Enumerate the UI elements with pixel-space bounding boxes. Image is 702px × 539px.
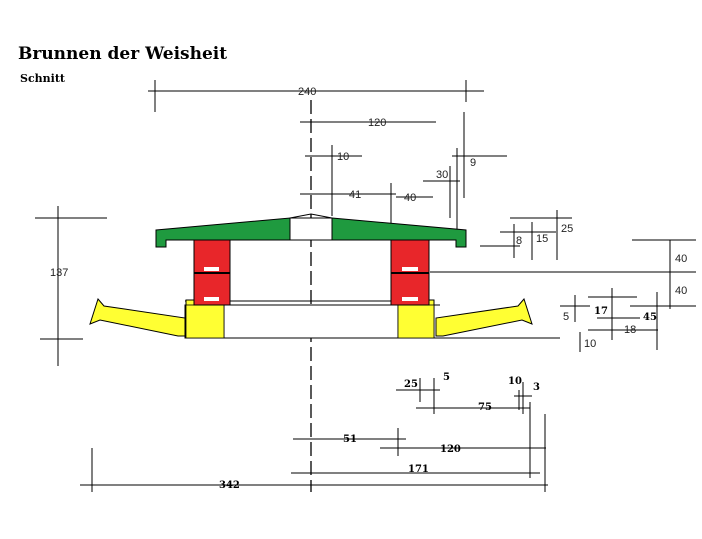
left-wing <box>89 297 186 337</box>
dim-342: 342 <box>219 480 240 491</box>
dim-17: 17 <box>594 306 608 317</box>
dim-30: 30 <box>436 169 448 181</box>
dim-240: 240 <box>298 86 316 98</box>
base-slab <box>184 304 431 339</box>
dim-5-right: 5 <box>563 311 569 323</box>
roof-opening <box>289 213 333 219</box>
dim-171: 171 <box>408 464 429 475</box>
dim-25-right: 25 <box>561 223 573 235</box>
dim-10-right: 10 <box>584 338 596 350</box>
dim-120-bottom: 120 <box>440 444 461 455</box>
dim-3: 3 <box>533 382 540 393</box>
dimension-lines-side <box>35 206 696 366</box>
dim-5-bottom: 5 <box>443 372 450 383</box>
dimension-lines-top <box>148 80 507 236</box>
right-red-pillar <box>390 239 430 306</box>
dim-40-top: 40 <box>404 192 416 204</box>
dim-40-right-1: 40 <box>675 253 687 265</box>
dim-40-right-2: 40 <box>675 285 687 297</box>
left-red-pillar <box>193 239 231 306</box>
dim-25-bottom: 25 <box>404 379 418 390</box>
dim-45: 45 <box>643 312 657 323</box>
drawing-title: Brunnen der Weisheit <box>18 44 228 64</box>
drawing-subtitle: Schnitt <box>20 72 65 85</box>
dim-120-top: 120 <box>368 117 386 129</box>
dimension-lines-bottom <box>80 378 548 492</box>
dim-41: 41 <box>349 189 361 201</box>
dim-10-bottom: 10 <box>508 376 522 387</box>
dim-18: 18 <box>624 324 636 336</box>
right-wing <box>435 297 533 337</box>
dim-51: 51 <box>343 434 357 445</box>
dim-15: 15 <box>536 233 548 245</box>
dim-10-top: 10 <box>337 151 349 163</box>
dim-9: 9 <box>470 157 476 169</box>
dim-137: 137 <box>50 267 68 279</box>
dim-75: 75 <box>478 402 492 413</box>
dim-8: 8 <box>516 235 522 247</box>
